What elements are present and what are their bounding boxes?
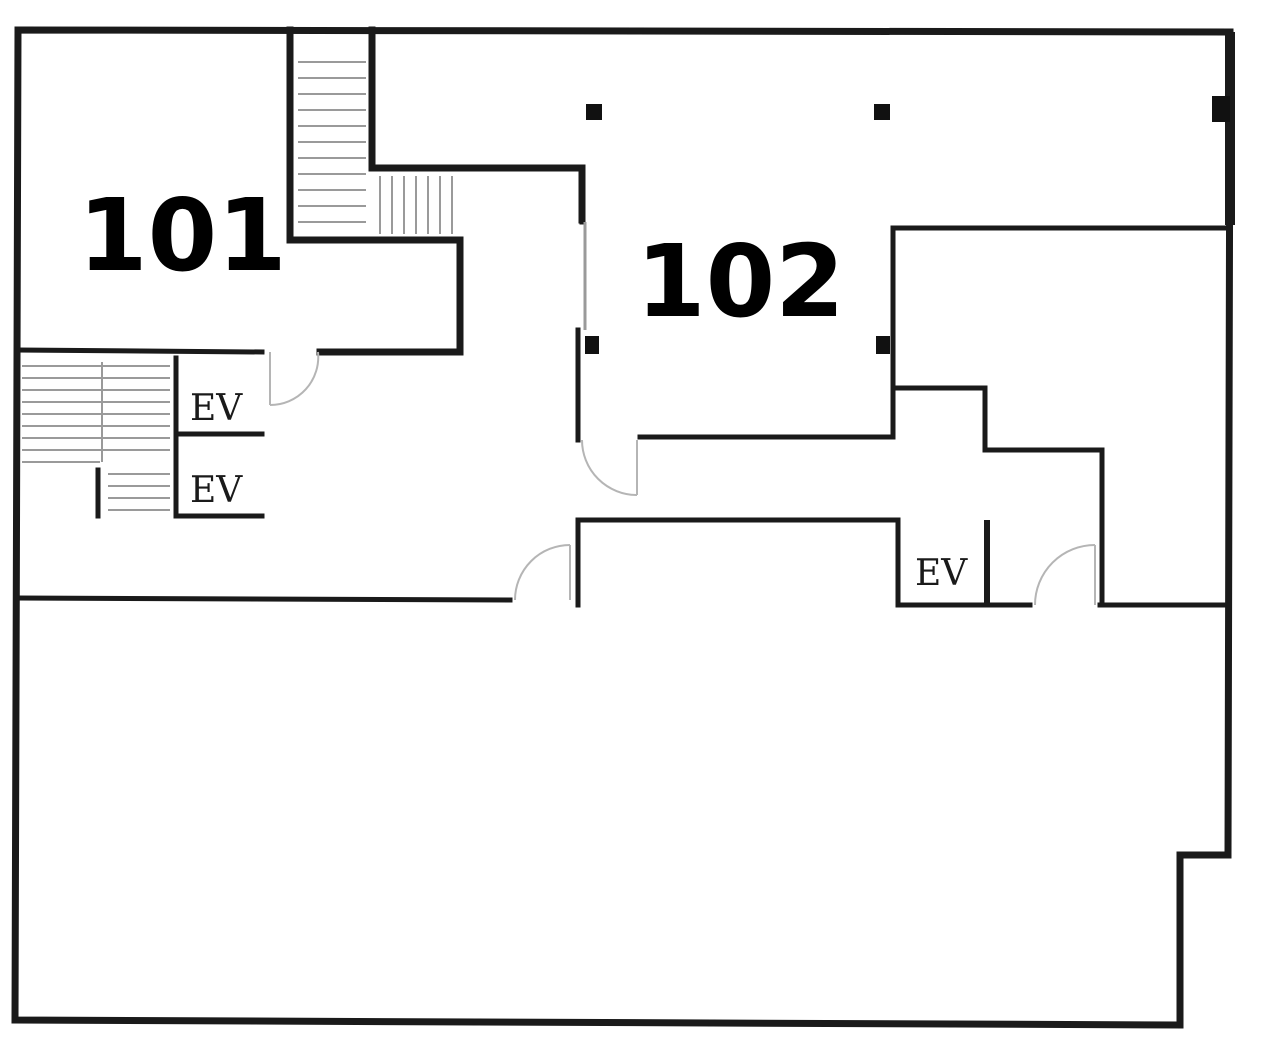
column xyxy=(586,104,602,120)
stair-top-vertical xyxy=(298,61,366,223)
divider-wall-left xyxy=(15,595,513,603)
door-unit-101 xyxy=(269,351,320,407)
unit-102-bottom-wall xyxy=(637,225,1231,440)
stair-top-horizontal xyxy=(379,176,453,234)
door-unit-102 xyxy=(581,439,638,496)
door-lower-left xyxy=(514,544,571,601)
column xyxy=(874,104,890,120)
column xyxy=(1212,96,1230,122)
elevator-label: EV xyxy=(190,388,243,429)
unit-102-label: 102 xyxy=(636,223,845,340)
unit-101-label: 101 xyxy=(78,177,287,294)
stair-left-core xyxy=(22,362,170,511)
elevator-label: EV xyxy=(915,553,968,594)
unit-101-wall xyxy=(286,26,464,356)
unit-101-bottom-wall xyxy=(15,347,265,355)
service-stepped-wall xyxy=(890,385,1105,608)
column xyxy=(585,336,599,354)
column xyxy=(876,336,890,354)
door-lower-right xyxy=(1034,544,1096,606)
divider-wall-center xyxy=(575,517,1033,608)
elevator-label: EV xyxy=(190,470,243,511)
